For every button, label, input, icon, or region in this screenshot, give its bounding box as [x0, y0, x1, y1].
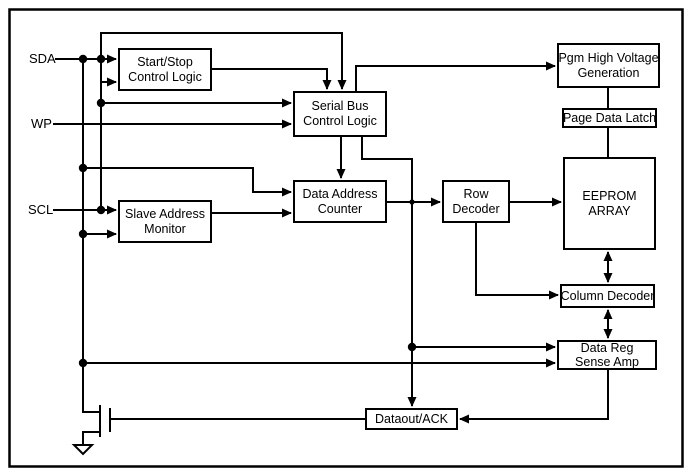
wire-serialbus-to-pgmhv	[355, 61, 556, 91]
block-row-decoder: Row Decoder	[442, 180, 510, 223]
block-label-line: Slave Address	[125, 206, 205, 221]
wire-sda-riser-topline-to-serialbus	[100, 32, 347, 210]
block-dataout-ack: Dataout/ACK	[365, 408, 458, 430]
ground-icon	[71, 444, 95, 456]
junction-dot	[78, 358, 88, 368]
block-label-line: Serial Bus	[311, 99, 369, 113]
junction-dot	[96, 54, 106, 64]
wires	[53, 32, 613, 424]
junction-dot-small	[409, 199, 415, 205]
wire-serialbus-to-dataout	[361, 137, 417, 407]
block-page-data-latch: Page Data Latch	[562, 108, 657, 128]
block-label-line: ARRAY	[588, 203, 631, 218]
block-column-decoder: Column Decoder	[560, 284, 655, 308]
wire-startstop-to-serialbus	[212, 68, 332, 90]
block-label-line: Generation	[577, 65, 640, 80]
block-eeprom-array: EEPROM ARRAY	[563, 157, 656, 250]
block-label-line: Control Logic	[303, 114, 377, 128]
block-slave-address-monitor: Slave Address Monitor	[118, 200, 212, 243]
pin-label-scl: SCL	[28, 202, 54, 217]
pin-label-sda: SDA	[29, 51, 56, 66]
block-label-line: Decoder	[452, 201, 500, 216]
block-label-line: Page Data Latch	[562, 110, 657, 125]
block-label-line: Control Logic	[128, 69, 202, 84]
block-serial-bus-control-logic: Serial Bus Control Logic	[293, 91, 387, 137]
junction-dot	[96, 205, 106, 215]
junction-dot	[96, 98, 106, 108]
wire-datareg-to-dataout	[459, 370, 609, 424]
wire-sda-bus-vertical	[82, 59, 100, 413]
block-label-line: Column Decoder	[560, 288, 655, 303]
block-data-reg-sense-amp: Data Reg Sense Amp	[557, 340, 657, 370]
pin-label-wp: WP	[31, 116, 52, 131]
block-label-line: Dataout/ACK	[375, 411, 448, 426]
mosfet-transistor-icon	[82, 405, 111, 445]
block-label-line: Sense Amp	[575, 355, 639, 369]
junction-dot	[78, 229, 88, 239]
block-label-line: Row	[463, 186, 489, 201]
block-label-line: Start/Stop	[137, 54, 193, 69]
block-label-line: Data Address	[302, 186, 378, 201]
wire-sda-to-dataaddress	[83, 167, 292, 197]
wire-rowdecoder-to-columndecoder	[475, 223, 559, 300]
junction-dot	[78, 54, 88, 64]
block-label-line: Monitor	[144, 221, 186, 236]
block-pgm-high-voltage-generation: Pgm High Voltage Generation	[557, 43, 660, 88]
block-label-line: Counter	[317, 201, 363, 216]
transistor-source	[82, 431, 100, 445]
junction-dot	[78, 163, 88, 173]
block-label-line: Pgm High Voltage	[558, 50, 659, 65]
diagram-border	[8, 8, 684, 468]
junction-dot	[407, 342, 417, 352]
block-label-line: EEPROM	[582, 188, 637, 203]
junction-dots	[78, 54, 417, 368]
block-start-stop-control-logic: Start/Stop Control Logic	[118, 48, 212, 91]
block-label-line: Data Reg	[580, 341, 634, 355]
block-data-address-counter: Data Address Counter	[293, 180, 387, 223]
